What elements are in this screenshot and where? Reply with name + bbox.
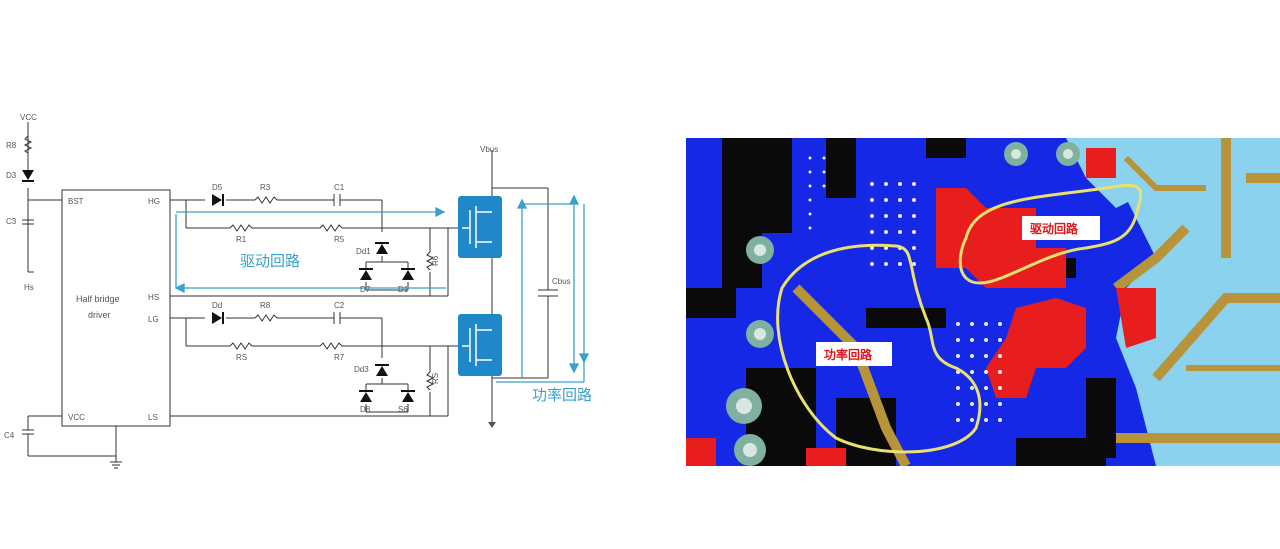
vbus-label: Vbus (480, 145, 498, 154)
diode-d-ls-symbol (212, 312, 222, 324)
d3-label: D3 (6, 171, 17, 180)
r6-hs-label: R6 (431, 255, 440, 266)
d8-label: D8 (360, 405, 371, 414)
power-loop-label: 功率回路 (532, 386, 592, 404)
power-loop-arrows (496, 194, 590, 383)
chip-title-line2: driver (88, 310, 111, 320)
hs-gnd-label: Hs (24, 283, 34, 292)
d7-label: D7 (360, 285, 371, 294)
pcb-power-loop-label: 功率回路 (824, 347, 873, 362)
c3-label: C3 (6, 217, 17, 226)
pin-ls-label: LS (148, 413, 158, 422)
pin-hs-label: HS (148, 293, 159, 302)
r1-label: R1 (236, 235, 247, 244)
driver-ic-box (61, 189, 171, 427)
pcb-power-loop-tag: 功率回路 (816, 342, 892, 366)
pcb-drive-loop-tag: 驱动回路 (1022, 216, 1100, 240)
via-grid-bottom (956, 322, 1002, 422)
drive-loop-arrows (174, 206, 446, 294)
pin-vcc-label: VCC (68, 413, 85, 422)
schematic-diagram: VCC R8 D3 C3 Hs BST HG HS LG VCC LS Half… (4, 113, 592, 469)
vcc-top-label: VCC (20, 113, 37, 122)
chip-title-line1: Half bridge (76, 294, 120, 304)
pin-hg-label: HG (148, 197, 160, 206)
c4-label: C4 (4, 431, 15, 440)
high-side-mosfet (458, 196, 502, 258)
ground-symbol (488, 422, 496, 428)
d5-label: D5 (212, 183, 223, 192)
via-grid-top (870, 182, 916, 266)
rs-ls-label: RS (236, 353, 247, 362)
through-hole-pads (726, 142, 1080, 466)
pin-lg-label: LG (148, 315, 159, 324)
r5-label: R5 (334, 235, 345, 244)
zener-dd1-symbol (376, 244, 388, 254)
pin-bst-label: BST (68, 197, 84, 206)
r7-label: R7 (334, 353, 345, 362)
d6-label: S6 (398, 405, 408, 414)
low-side-mosfet (458, 314, 502, 376)
diode-d5-symbol (212, 194, 222, 206)
dd3-label: Dd3 (354, 365, 369, 374)
rs-right-label: RS (431, 373, 440, 384)
c1-label: C1 (334, 183, 345, 192)
d1-label: D1 (398, 285, 409, 294)
diode-d3-symbol (22, 170, 34, 180)
power-loop-outline (776, 243, 982, 454)
r3-label: R3 (260, 183, 271, 192)
pcb-drive-loop-label: 驱动回路 (1030, 221, 1079, 236)
c2-label: C2 (334, 301, 345, 310)
r8-ls-label: R8 (260, 301, 271, 310)
pcb-layout-image: 驱动回路 功率回路 (686, 138, 1280, 469)
zener-dd3-symbol (376, 366, 388, 376)
drive-loop-label: 驱动回路 (240, 252, 300, 270)
drive-loop-outline (958, 183, 1143, 285)
dd1-label: Dd1 (356, 247, 371, 256)
d-ls-label: Dd (212, 301, 222, 310)
r8-label: R8 (6, 141, 17, 150)
cbus-label: Cbus (552, 277, 571, 286)
